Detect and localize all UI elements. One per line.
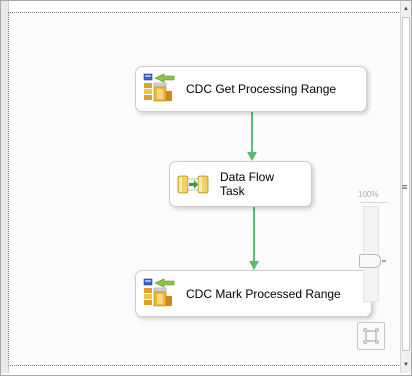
cdc-control-task-icon (142, 277, 176, 311)
task-label-line2: Task (220, 184, 245, 198)
zoom-to-fit-button[interactable] (357, 322, 385, 350)
zoom-slider-tick (382, 260, 386, 262)
zoom-slider-handle[interactable] (359, 254, 381, 268)
task-label-line1: Data Flow (220, 170, 275, 184)
zoom-to-fit-icon (363, 328, 379, 344)
cdc-mark-processed-range-task[interactable]: CDC Mark Processed Range (135, 270, 372, 317)
task-label: CDC Mark Processed Range (186, 286, 341, 301)
precedence-constraint-1[interactable] (247, 112, 257, 161)
zoom-percent-label: 100% (358, 190, 379, 199)
vertical-scrollbar[interactable]: ▲ ≡ ▼ (400, 1, 411, 373)
zoom-control: 100% (356, 188, 388, 353)
scroll-up-arrow-icon[interactable]: ▲ (403, 6, 409, 12)
scroll-down-arrow-icon[interactable]: ▼ (403, 362, 409, 368)
cdc-get-processing-range-task[interactable]: CDC Get Processing Range (135, 66, 367, 112)
zoom-track-marker (360, 202, 388, 203)
task-label: CDC Get Processing Range (186, 82, 337, 96)
data-flow-task-icon (176, 167, 210, 201)
data-flow-task[interactable]: Data Flow Task (169, 161, 312, 207)
task-label: Data Flow Task (220, 170, 290, 198)
cdc-control-task-icon (142, 72, 176, 106)
scrollbar-thumb[interactable] (402, 17, 410, 351)
precedence-constraint-2[interactable] (249, 207, 259, 270)
scrollbar-grip-icon: ≡ (402, 182, 408, 192)
